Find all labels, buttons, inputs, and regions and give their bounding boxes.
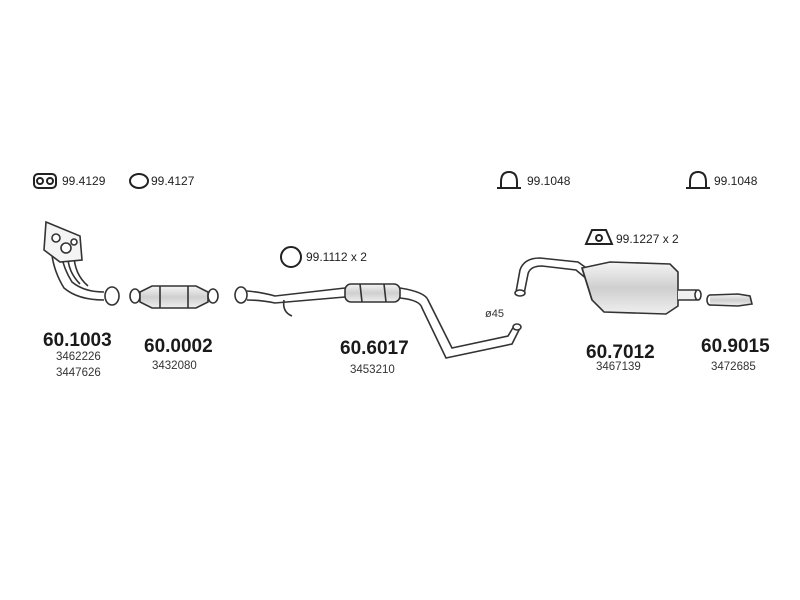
flange-gasket-icon bbox=[33, 173, 57, 189]
tail-pipe bbox=[706, 293, 753, 307]
clamp-icon bbox=[497, 170, 521, 189]
rear-silencer bbox=[514, 257, 702, 315]
flange-gasket-part-number: 99.4129 bbox=[62, 174, 106, 188]
ring-gasket-icon bbox=[129, 173, 149, 189]
rear-silencer-oem-reference: 3467139 bbox=[596, 361, 641, 373]
catalyst-oem-reference: 3432080 bbox=[152, 360, 197, 372]
ring-icon bbox=[280, 246, 302, 268]
ring-gasket-part-number: 99.4127 bbox=[151, 174, 195, 188]
middle-pipe-oem-reference: 3453210 bbox=[350, 364, 395, 376]
catalyst-part-number: 60.0002 bbox=[144, 336, 213, 357]
rubber-hanger-icon bbox=[584, 229, 614, 245]
tail-pipe-oem-reference: 3472685 bbox=[711, 361, 756, 373]
hanger-part-number: 99.1227 x 2 bbox=[616, 232, 679, 246]
clamp-icon bbox=[686, 170, 710, 189]
manifold-part-number: 60.1003 bbox=[43, 330, 112, 351]
clamp-part-number: 99.1048 bbox=[527, 174, 571, 188]
middle-pipe bbox=[234, 283, 522, 359]
exhaust-manifold bbox=[43, 220, 120, 306]
tail-pipe-part-number: 60.9015 bbox=[701, 336, 770, 357]
manifold-oem-reference: 3447626 bbox=[56, 367, 101, 379]
manifold-oem-reference: 3462226 bbox=[56, 351, 101, 363]
middle-pipe-part-number: 60.6017 bbox=[340, 338, 409, 359]
ring-part-number: 99.1112 x 2 bbox=[306, 250, 367, 264]
rear-silencer-part-number: 60.7012 bbox=[586, 342, 655, 363]
catalytic-converter bbox=[129, 285, 219, 309]
pipe-diameter-label: ø45 bbox=[485, 308, 504, 320]
clamp-part-number: 99.1048 bbox=[714, 174, 758, 188]
